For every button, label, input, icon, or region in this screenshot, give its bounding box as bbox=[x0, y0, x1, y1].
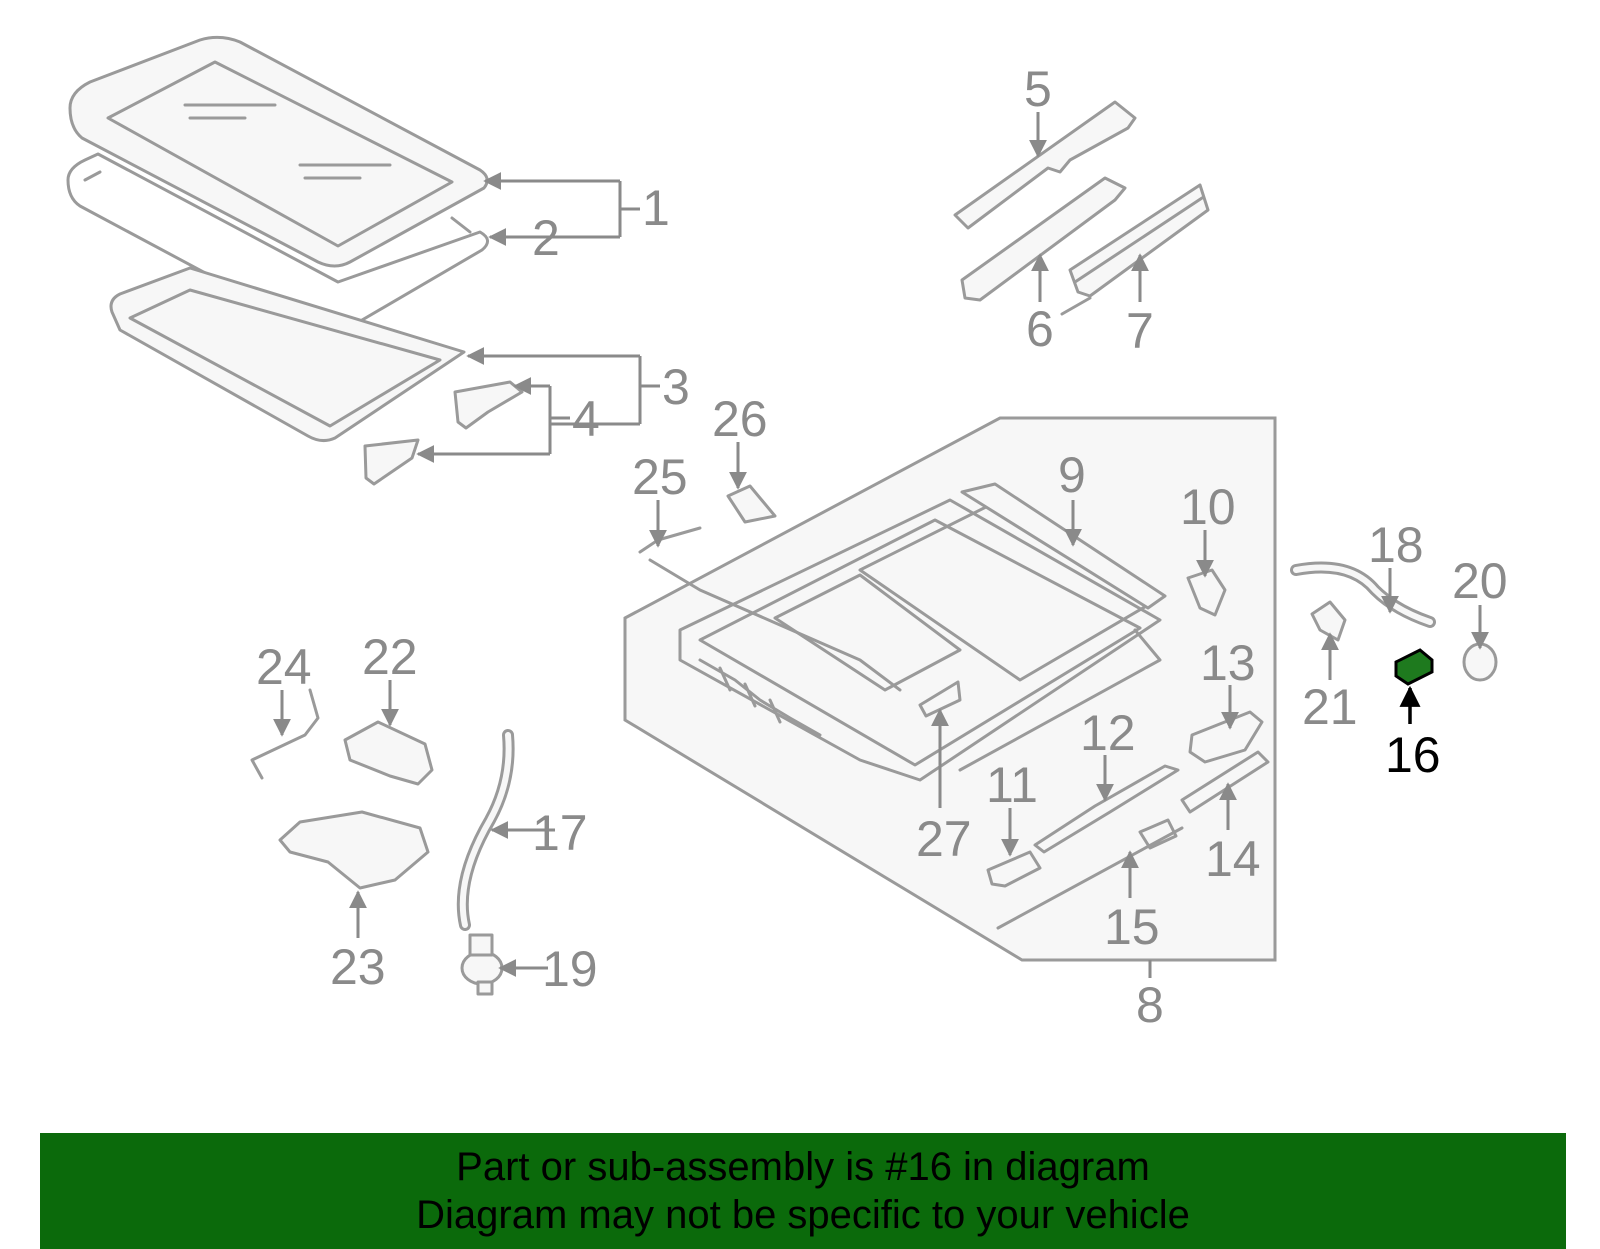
callout-25: 25 bbox=[632, 449, 688, 505]
callout-labels: 1 2 3 4 5 6 7 8 9 10 11 12 13 14 15 16 1… bbox=[256, 61, 1508, 1033]
callout-20: 20 bbox=[1452, 553, 1508, 609]
sunroof-motor bbox=[343, 720, 434, 786]
callout-7: 7 bbox=[1126, 303, 1154, 359]
wind-deflector bbox=[960, 482, 1167, 610]
callout-5: 5 bbox=[1024, 61, 1052, 117]
callout-11: 11 bbox=[986, 757, 1038, 813]
banner-line-2: Diagram may not be specific to your vehi… bbox=[416, 1193, 1190, 1237]
link-bracket bbox=[1188, 710, 1264, 764]
callout-2: 2 bbox=[532, 210, 560, 266]
callout-15: 15 bbox=[1104, 899, 1160, 955]
parts-diagram: 1 2 3 4 5 6 7 8 9 10 11 12 13 14 15 16 1… bbox=[66, 35, 1508, 1033]
info-banner: Part or sub-assembly is #16 in diagram D… bbox=[40, 1133, 1566, 1249]
guide-block bbox=[986, 850, 1042, 888]
callout-22: 22 bbox=[362, 629, 418, 685]
motor-bracket-plate bbox=[278, 810, 430, 890]
callout-4: 4 bbox=[572, 391, 600, 447]
hose-clip bbox=[1310, 600, 1347, 642]
callout-12: 12 bbox=[1080, 705, 1136, 761]
slide-rail bbox=[1180, 750, 1270, 814]
motor-handle bbox=[250, 688, 320, 780]
banner-line-1: Part or sub-assembly is #16 in diagram bbox=[456, 1145, 1150, 1189]
callout-24: 24 bbox=[256, 639, 312, 695]
callout-10: 10 bbox=[1180, 479, 1236, 535]
drain-clip bbox=[726, 484, 777, 524]
callout-17: 17 bbox=[532, 805, 588, 861]
drive-cable bbox=[996, 818, 1184, 930]
callout-18: 18 bbox=[1368, 517, 1424, 573]
highlighted-part-16 bbox=[1394, 648, 1434, 686]
callout-8: 8 bbox=[1136, 977, 1164, 1033]
sunshade-clips bbox=[363, 380, 524, 486]
callout-9: 9 bbox=[1058, 447, 1086, 503]
callout-6: 6 bbox=[1026, 301, 1054, 357]
callout-27: 27 bbox=[916, 811, 972, 867]
guide-rails bbox=[953, 100, 1210, 316]
callout-19: 19 bbox=[542, 941, 598, 997]
frame-clip bbox=[918, 680, 962, 718]
callout-23: 23 bbox=[330, 939, 386, 995]
drain-grommet bbox=[460, 933, 504, 996]
callout-26: 26 bbox=[712, 391, 768, 447]
callout-21: 21 bbox=[1302, 679, 1358, 735]
callout-16: 16 bbox=[1385, 727, 1441, 783]
hose-clamp bbox=[1462, 642, 1498, 682]
callout-3: 3 bbox=[662, 359, 690, 415]
callout-14: 14 bbox=[1205, 831, 1261, 887]
cable-guide bbox=[1033, 764, 1180, 854]
glass-seal bbox=[66, 152, 489, 336]
glass-panel bbox=[68, 35, 489, 268]
callout-1: 1 bbox=[642, 180, 670, 236]
sunshade-frame bbox=[109, 266, 466, 443]
callout-13: 13 bbox=[1200, 635, 1256, 691]
leader-lines bbox=[273, 112, 1489, 978]
